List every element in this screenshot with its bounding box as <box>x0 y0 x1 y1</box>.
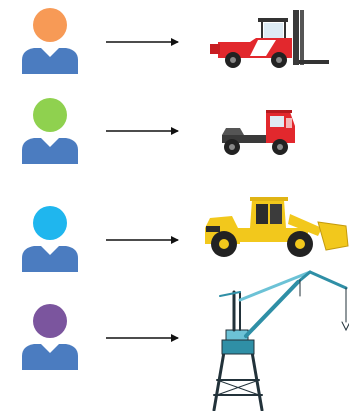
person-body <box>22 138 78 164</box>
person-head <box>33 98 67 132</box>
terminal-tractor-icon <box>222 110 295 155</box>
person-body <box>22 344 78 370</box>
wheel-loader-icon <box>205 197 349 257</box>
row-terminal-tractor <box>22 98 295 164</box>
person-icon <box>22 206 78 272</box>
forklift-icon <box>210 10 329 68</box>
person-body <box>22 246 78 272</box>
person-collar <box>41 138 59 147</box>
row-wheel-loader <box>22 197 349 272</box>
person-icon <box>22 304 78 370</box>
person-icon <box>22 8 78 74</box>
person-collar <box>41 246 59 255</box>
row-forklift <box>22 8 329 74</box>
person-head <box>33 8 67 42</box>
person-collar <box>41 344 59 353</box>
person-head <box>33 304 67 338</box>
person-icon <box>22 98 78 164</box>
person-body <box>22 48 78 74</box>
person-head <box>33 206 67 240</box>
portal-crane-icon <box>212 270 349 411</box>
person-collar <box>41 48 59 57</box>
row-portal-crane <box>22 270 349 411</box>
